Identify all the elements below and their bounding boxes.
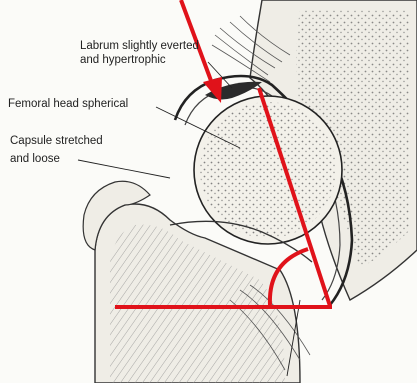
label-labrum-line1: Labrum slightly everted — [80, 39, 199, 53]
femoral-head-texture — [200, 102, 336, 238]
red-arrow-head — [203, 77, 222, 103]
label-capsule-line2: and loose — [10, 152, 60, 166]
label-labrum-line2: and hypertrophic — [80, 53, 166, 67]
label-capsule-line1: Capsule stretched — [10, 134, 103, 148]
leader-capsule — [78, 160, 170, 178]
label-femoral-head: Femoral head spherical — [8, 97, 128, 111]
